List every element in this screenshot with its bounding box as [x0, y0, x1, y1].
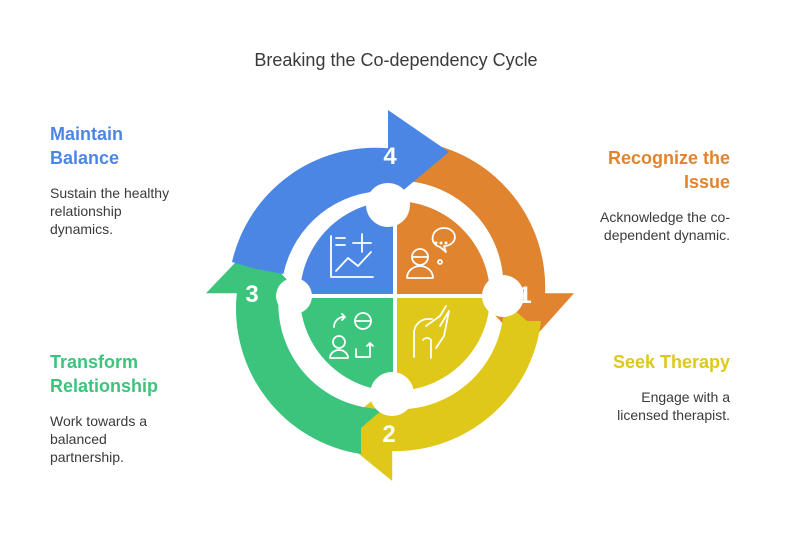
step-3-description-line: Work towards a: [50, 413, 147, 429]
step-1-text: Recognize the Issue Acknowledge the co- …: [600, 146, 730, 244]
step-3-description: Work towards a balanced partnership.: [50, 412, 158, 466]
step-4-title: Maintain Balance: [50, 122, 169, 170]
supportive-hand-icon: [413, 305, 450, 359]
chart-plus-icon: [330, 233, 374, 278]
step-4-description-line: relationship: [50, 203, 122, 219]
step-4-text: Maintain Balance Sustain the healthy rel…: [50, 122, 169, 238]
step-2-description-line: licensed therapist.: [617, 407, 730, 423]
notch-bottom: [370, 372, 414, 416]
step-3-number: 3: [245, 281, 258, 308]
step-2-text: Seek Therapy Engage with a licensed ther…: [613, 350, 730, 424]
step-2-title: Seek Therapy: [613, 350, 730, 374]
step-1-description-line: dependent dynamic.: [603, 227, 730, 243]
step-4-description-line: dynamics.: [50, 221, 114, 237]
step-1-title-line: Issue: [683, 172, 730, 192]
notch-top: [366, 183, 410, 227]
step-1-description: Acknowledge the co- dependent dynamic.: [600, 208, 730, 244]
step-4-description: Sustain the healthy relationship dynamic…: [50, 184, 169, 238]
arrow-4: [232, 110, 449, 274]
thinking-person-icon: [406, 227, 456, 279]
arrow-3: [206, 244, 383, 454]
step-4-number: 4: [383, 143, 397, 170]
step-3-title-line: Transform: [50, 352, 139, 372]
exchange-people-icon: [329, 312, 374, 359]
step-3-title: Transform Relationship: [50, 350, 158, 398]
arrow-2: [332, 301, 541, 481]
step-4-description-line: Sustain the healthy: [50, 185, 170, 201]
diagram-title: Breaking the Co-dependency Cycle: [254, 50, 538, 70]
step-2-number: 2: [382, 421, 395, 448]
step-4-title-line: Maintain: [50, 124, 124, 144]
arrow-ring: [206, 110, 574, 481]
step-3-title-line: Relationship: [50, 376, 159, 396]
step-3-text: Transform Relationship Work towards a ba…: [50, 350, 158, 466]
quadrant-yellow: [395, 296, 490, 391]
step-2-title-line: Seek Therapy: [612, 352, 730, 372]
step-3-description-line: balanced: [50, 431, 107, 447]
arrow-1: [406, 143, 574, 348]
step-2-description-line: Engage with a: [641, 389, 730, 405]
step-4-title-line: Balance: [50, 148, 120, 168]
step-1-title-line: Recognize the: [607, 148, 730, 168]
notch-right: [482, 275, 524, 317]
step-1-title: Recognize the Issue: [600, 146, 730, 194]
step-1-description-line: Acknowledge the co-: [600, 209, 730, 225]
quadrant-blue: [300, 201, 395, 296]
step-2-description: Engage with a licensed therapist.: [613, 388, 730, 424]
step-3-description-line: partnership.: [50, 449, 124, 465]
notch-left: [276, 278, 312, 314]
step-1-number: 1: [518, 282, 531, 309]
